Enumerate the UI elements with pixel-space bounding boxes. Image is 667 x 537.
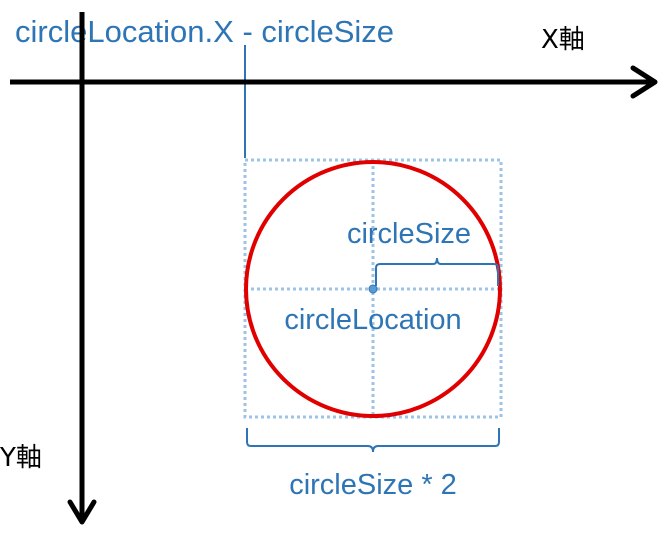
diameter-brace — [246, 428, 500, 453]
x-axis-arrowhead — [630, 65, 658, 99]
y-axis-arrowhead — [67, 499, 97, 525]
radius-brace — [375, 257, 499, 286]
y-axis-label: Y軸 — [0, 443, 42, 473]
diameter-label: circleSize * 2 — [289, 469, 457, 501]
circle — [244, 160, 502, 418]
center-point — [368, 284, 378, 294]
top-expression-label: circleLocation.X - circleSize — [15, 14, 394, 49]
radius-label: circleSize — [347, 218, 471, 250]
x-axis-label: X軸 — [541, 25, 585, 55]
center-label: circleLocation — [284, 304, 461, 336]
